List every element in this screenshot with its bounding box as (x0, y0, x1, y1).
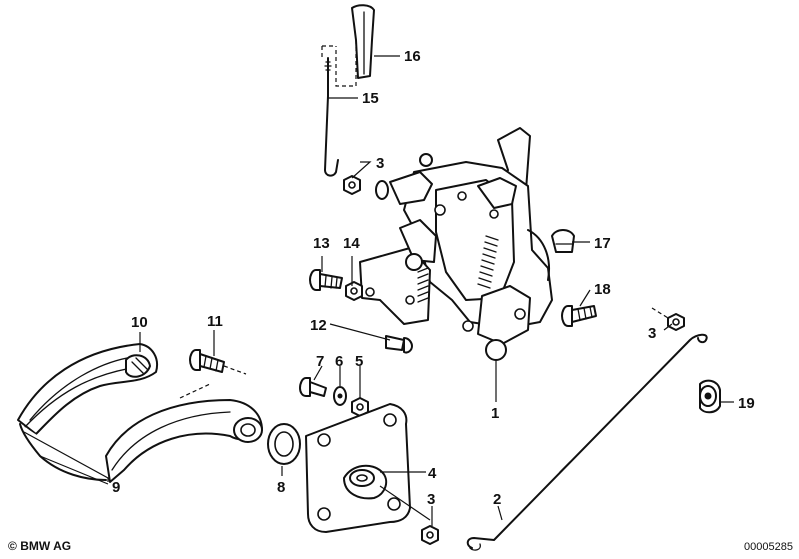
callout-9: 9 (112, 479, 120, 496)
callout-10: 10 (131, 314, 148, 331)
callout-14: 14 (343, 235, 360, 252)
screw-18 (561, 305, 597, 327)
lock-knob (322, 4, 375, 87)
handle-cover-10 (17, 343, 158, 435)
callout-3-bottom: 3 (427, 491, 435, 508)
lock-rod (321, 46, 339, 177)
screw-12 (385, 335, 413, 354)
nut-14 (345, 281, 363, 301)
image-number: 00005285 (744, 541, 793, 553)
copyright-text: BMW AG (20, 539, 72, 553)
callout-7: 7 (316, 353, 324, 370)
callout-15: 15 (362, 90, 379, 107)
callout-13: 13 (313, 235, 330, 252)
washer-6 (333, 386, 347, 406)
callout-6: 6 (335, 353, 343, 370)
callout-16: 16 (404, 48, 421, 65)
callout-11: 11 (207, 313, 223, 330)
callout-2: 2 (493, 491, 501, 508)
gasket-8 (267, 423, 301, 465)
callout-3-top: 3 (376, 155, 384, 172)
callout-4: 4 (428, 465, 437, 482)
callout-19: 19 (738, 395, 755, 412)
callout-18: 18 (594, 281, 611, 298)
callout-12: 12 (310, 317, 327, 334)
screw-7 (299, 377, 327, 397)
callout-8: 8 (277, 479, 285, 496)
mounting-plate (305, 403, 411, 533)
callout-17: 17 (594, 235, 611, 252)
rod-2 (466, 333, 708, 551)
callout-1: 1 (491, 405, 499, 422)
callout-3-right: 3 (648, 325, 656, 342)
leader-lines (23, 55, 734, 526)
screw-13 (309, 269, 343, 291)
nut-3-bottom (421, 525, 439, 545)
handle-9 (19, 399, 263, 483)
nut-3-right (651, 307, 685, 331)
callout-numbers: 16 15 3 13 14 17 18 12 3 10 11 7 6 5 19 … (112, 48, 755, 508)
bumper-17 (551, 229, 575, 253)
screw-11 (179, 349, 247, 399)
nut-3-top (343, 175, 389, 200)
clip-19 (699, 379, 721, 414)
copyright-symbol: © (8, 539, 17, 553)
door-lock-assembly (359, 127, 553, 361)
callout-5: 5 (355, 353, 363, 370)
copyright-notice: © BMW AG (8, 539, 71, 553)
